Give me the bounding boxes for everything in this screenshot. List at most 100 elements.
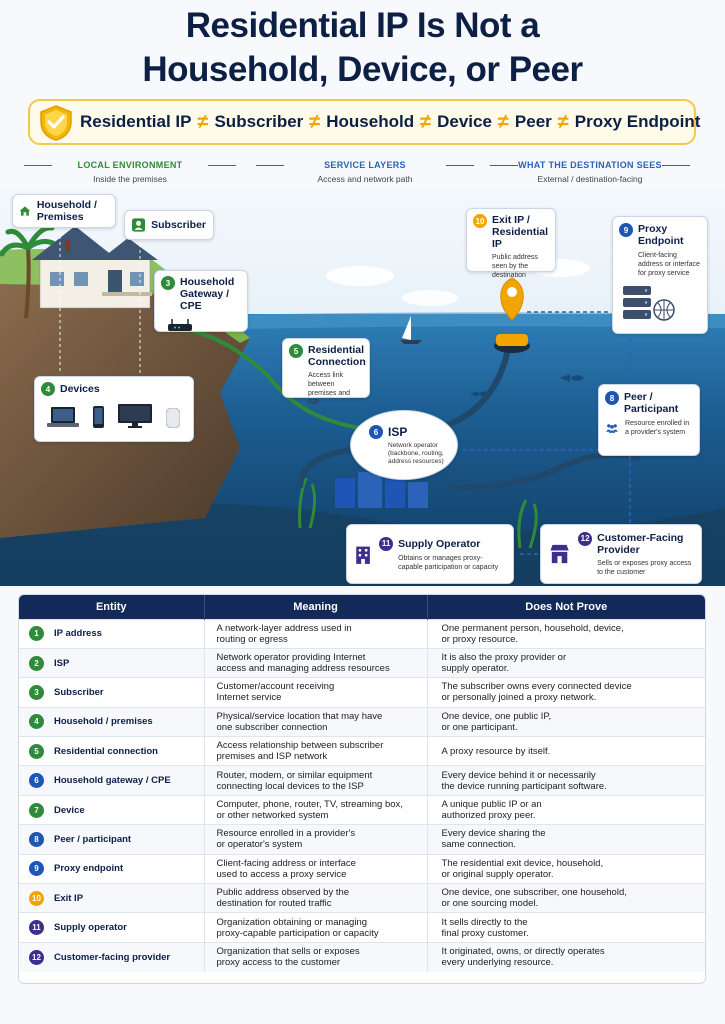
router-icon <box>168 319 192 331</box>
table-row: 10 Exit IP Public address observed by the … <box>19 883 705 913</box>
gateway-number: 3 <box>161 276 175 290</box>
entity-label: Proxy endpoint <box>54 863 124 875</box>
laptop-icon <box>47 407 79 427</box>
table-row: 2 ISP Network operator providing Internet … <box>19 647 705 678</box>
peer-label: Peer / Participant <box>624 391 679 415</box>
isp-description: Network operator (backbone, routing, add… <box>388 442 444 465</box>
devices-label: Devices <box>60 383 100 395</box>
connection-description: Access link between premises and ISP <box>308 372 351 406</box>
does-not-prove-cell: Every device behind it or necessarily th… <box>426 765 705 796</box>
peer-number: 8 <box>605 391 619 405</box>
meaning-cell: Customer/account receiving Internet serv… <box>203 677 427 708</box>
peer-card: 8 Peer / Participant Resource enrolled i… <box>598 384 700 456</box>
meaning-cell: Computer, phone, router, TV, streaming b… <box>203 794 427 825</box>
supply-operator-card: 11 Supply Operator Obtains or manages pr… <box>346 524 514 584</box>
exit-ip-label: Exit IP / Residential IP <box>492 214 549 250</box>
peer-description: Resource enrolled in a provider's system <box>625 420 690 436</box>
banner-term: Proxy Endpoint <box>574 112 701 131</box>
meaning-cell: Access relationship between subscriber p… <box>203 736 427 766</box>
entity-cell: 12 Customer-facing provider <box>19 941 204 972</box>
isp-card: 6 ISP Network operator (backbone, routin… <box>350 410 458 480</box>
customer-provider-card: 12 Customer-Facing Provider Sells or exp… <box>540 524 702 584</box>
proxy-endpoint-description: Client-facing address or interface for p… <box>638 252 700 277</box>
shield-check-icon <box>40 105 72 141</box>
inequality-banner: Residential IP ≠ Subscriber ≠ Household … <box>28 99 700 145</box>
meaning-cell: Public address observed by the destinati… <box>203 883 427 913</box>
not-equal-sign: ≠ <box>557 110 569 133</box>
entity-number-badge: 10 <box>29 890 44 906</box>
column-header-does-not-prove: Does Not Prove <box>426 595 705 619</box>
customer-provider-description: Sells or exposes proxy access to the cus… <box>597 559 692 576</box>
entity-label: IP address <box>54 628 102 640</box>
network-illustration: Household / Premises Subscriber 3 Househ… <box>0 188 725 586</box>
proxy-endpoint-number: 9 <box>619 223 633 237</box>
does-not-prove-cell: One device, one subscriber, one househol… <box>426 883 705 913</box>
speaker-icon <box>166 408 180 428</box>
meaning-cell: Organization that sells or exposes proxy… <box>203 941 427 972</box>
entity-label: Exit IP <box>54 892 84 904</box>
entity-label: Household gateway / CPE <box>54 775 171 787</box>
does-not-prove-cell: The residential exit device, household, … <box>426 853 705 884</box>
exit-ip-description: Public address seen by the destination <box>492 254 538 279</box>
entity-label: Device <box>54 804 85 816</box>
banner-terms: Residential IP ≠ Subscriber ≠ Household … <box>80 111 700 134</box>
does-not-prove-cell: A proxy resource by itself. <box>426 736 705 766</box>
building-icon <box>356 546 370 564</box>
meaning-cell: Network operator providing Internet acce… <box>203 647 427 678</box>
title-line-1: Residential IP Is Not a <box>185 6 540 45</box>
meaning-cell: Router, modem, or similar equipment conn… <box>203 765 427 796</box>
entity-label: Peer / participant <box>54 833 132 845</box>
entity-number-badge: 11 <box>29 920 44 936</box>
entity-label: Subscriber <box>54 686 104 698</box>
person-icon <box>132 218 146 232</box>
entity-label: Customer-facing provider <box>54 951 171 963</box>
column-header-meaning: Meaning <box>203 595 427 619</box>
entity-cell: 10 Exit IP <box>19 883 204 913</box>
proxy-endpoint-label: Proxy Endpoint <box>638 223 684 247</box>
proxy-endpoint-card: 9 Proxy Endpoint Client-facing address o… <box>612 216 708 334</box>
devices-number: 4 <box>41 382 55 396</box>
exit-ip-number: 10 <box>473 214 487 228</box>
connection-card: 5 Residential Connection Access link bet… <box>282 338 370 406</box>
meaning-cell: Physical/service location that may have … <box>203 706 427 737</box>
column-heading-label: SERVICE LAYERS <box>324 160 406 170</box>
devices-card: 4 Devices <box>34 376 194 442</box>
isp-label: ISP <box>388 425 408 439</box>
customer-provider-number: 12 <box>578 531 593 546</box>
customer-provider-label: Customer-Facing Provider <box>597 531 684 556</box>
subscriber-card: Subscriber <box>124 210 214 240</box>
does-not-prove-cell: It originated, owns, or directly operate… <box>426 941 705 972</box>
does-not-prove-cell: A unique public IP or an authorized prox… <box>426 794 705 825</box>
column-heading-destination: WHAT THE DESTINATION SEES External / des… <box>490 160 690 184</box>
household-label: Household / Premises <box>36 199 97 223</box>
meaning-cell: Resource enrolled in a provider's or ope… <box>203 824 427 855</box>
page-title: Residential IP Is Not a Household, Devic… <box>0 4 725 92</box>
does-not-prove-cell: Every device sharing the same connection… <box>426 824 705 855</box>
server-globe-icon <box>623 286 675 321</box>
not-equal-sign: ≠ <box>309 110 321 133</box>
banner-term: Residential IP <box>80 112 192 131</box>
column-heading-label: LOCAL ENVIRONMENT <box>77 160 183 170</box>
not-equal-sign: ≠ <box>197 110 209 133</box>
entity-label: ISP <box>54 657 70 669</box>
entity-cell: 9 Proxy endpoint <box>19 853 204 884</box>
meaning-cell: A network-layer address used in routing … <box>203 618 427 649</box>
house-illustration <box>32 226 158 309</box>
does-not-prove-cell: One permanent person, household, device,… <box>426 618 705 649</box>
entity-number-badge: 3 <box>29 684 44 700</box>
entity-number-badge: 9 <box>29 861 44 877</box>
table-header-row: Entity Meaning Does Not Prove <box>19 595 705 619</box>
entity-number-badge: 2 <box>29 655 44 671</box>
household-card: Household / Premises <box>12 194 116 228</box>
entity-number-badge: 4 <box>29 714 44 730</box>
subscriber-label: Subscriber <box>151 219 206 231</box>
entity-number-badge: 12 <box>29 949 44 965</box>
meaning-cell: Client-facing address or interface used … <box>203 853 427 884</box>
